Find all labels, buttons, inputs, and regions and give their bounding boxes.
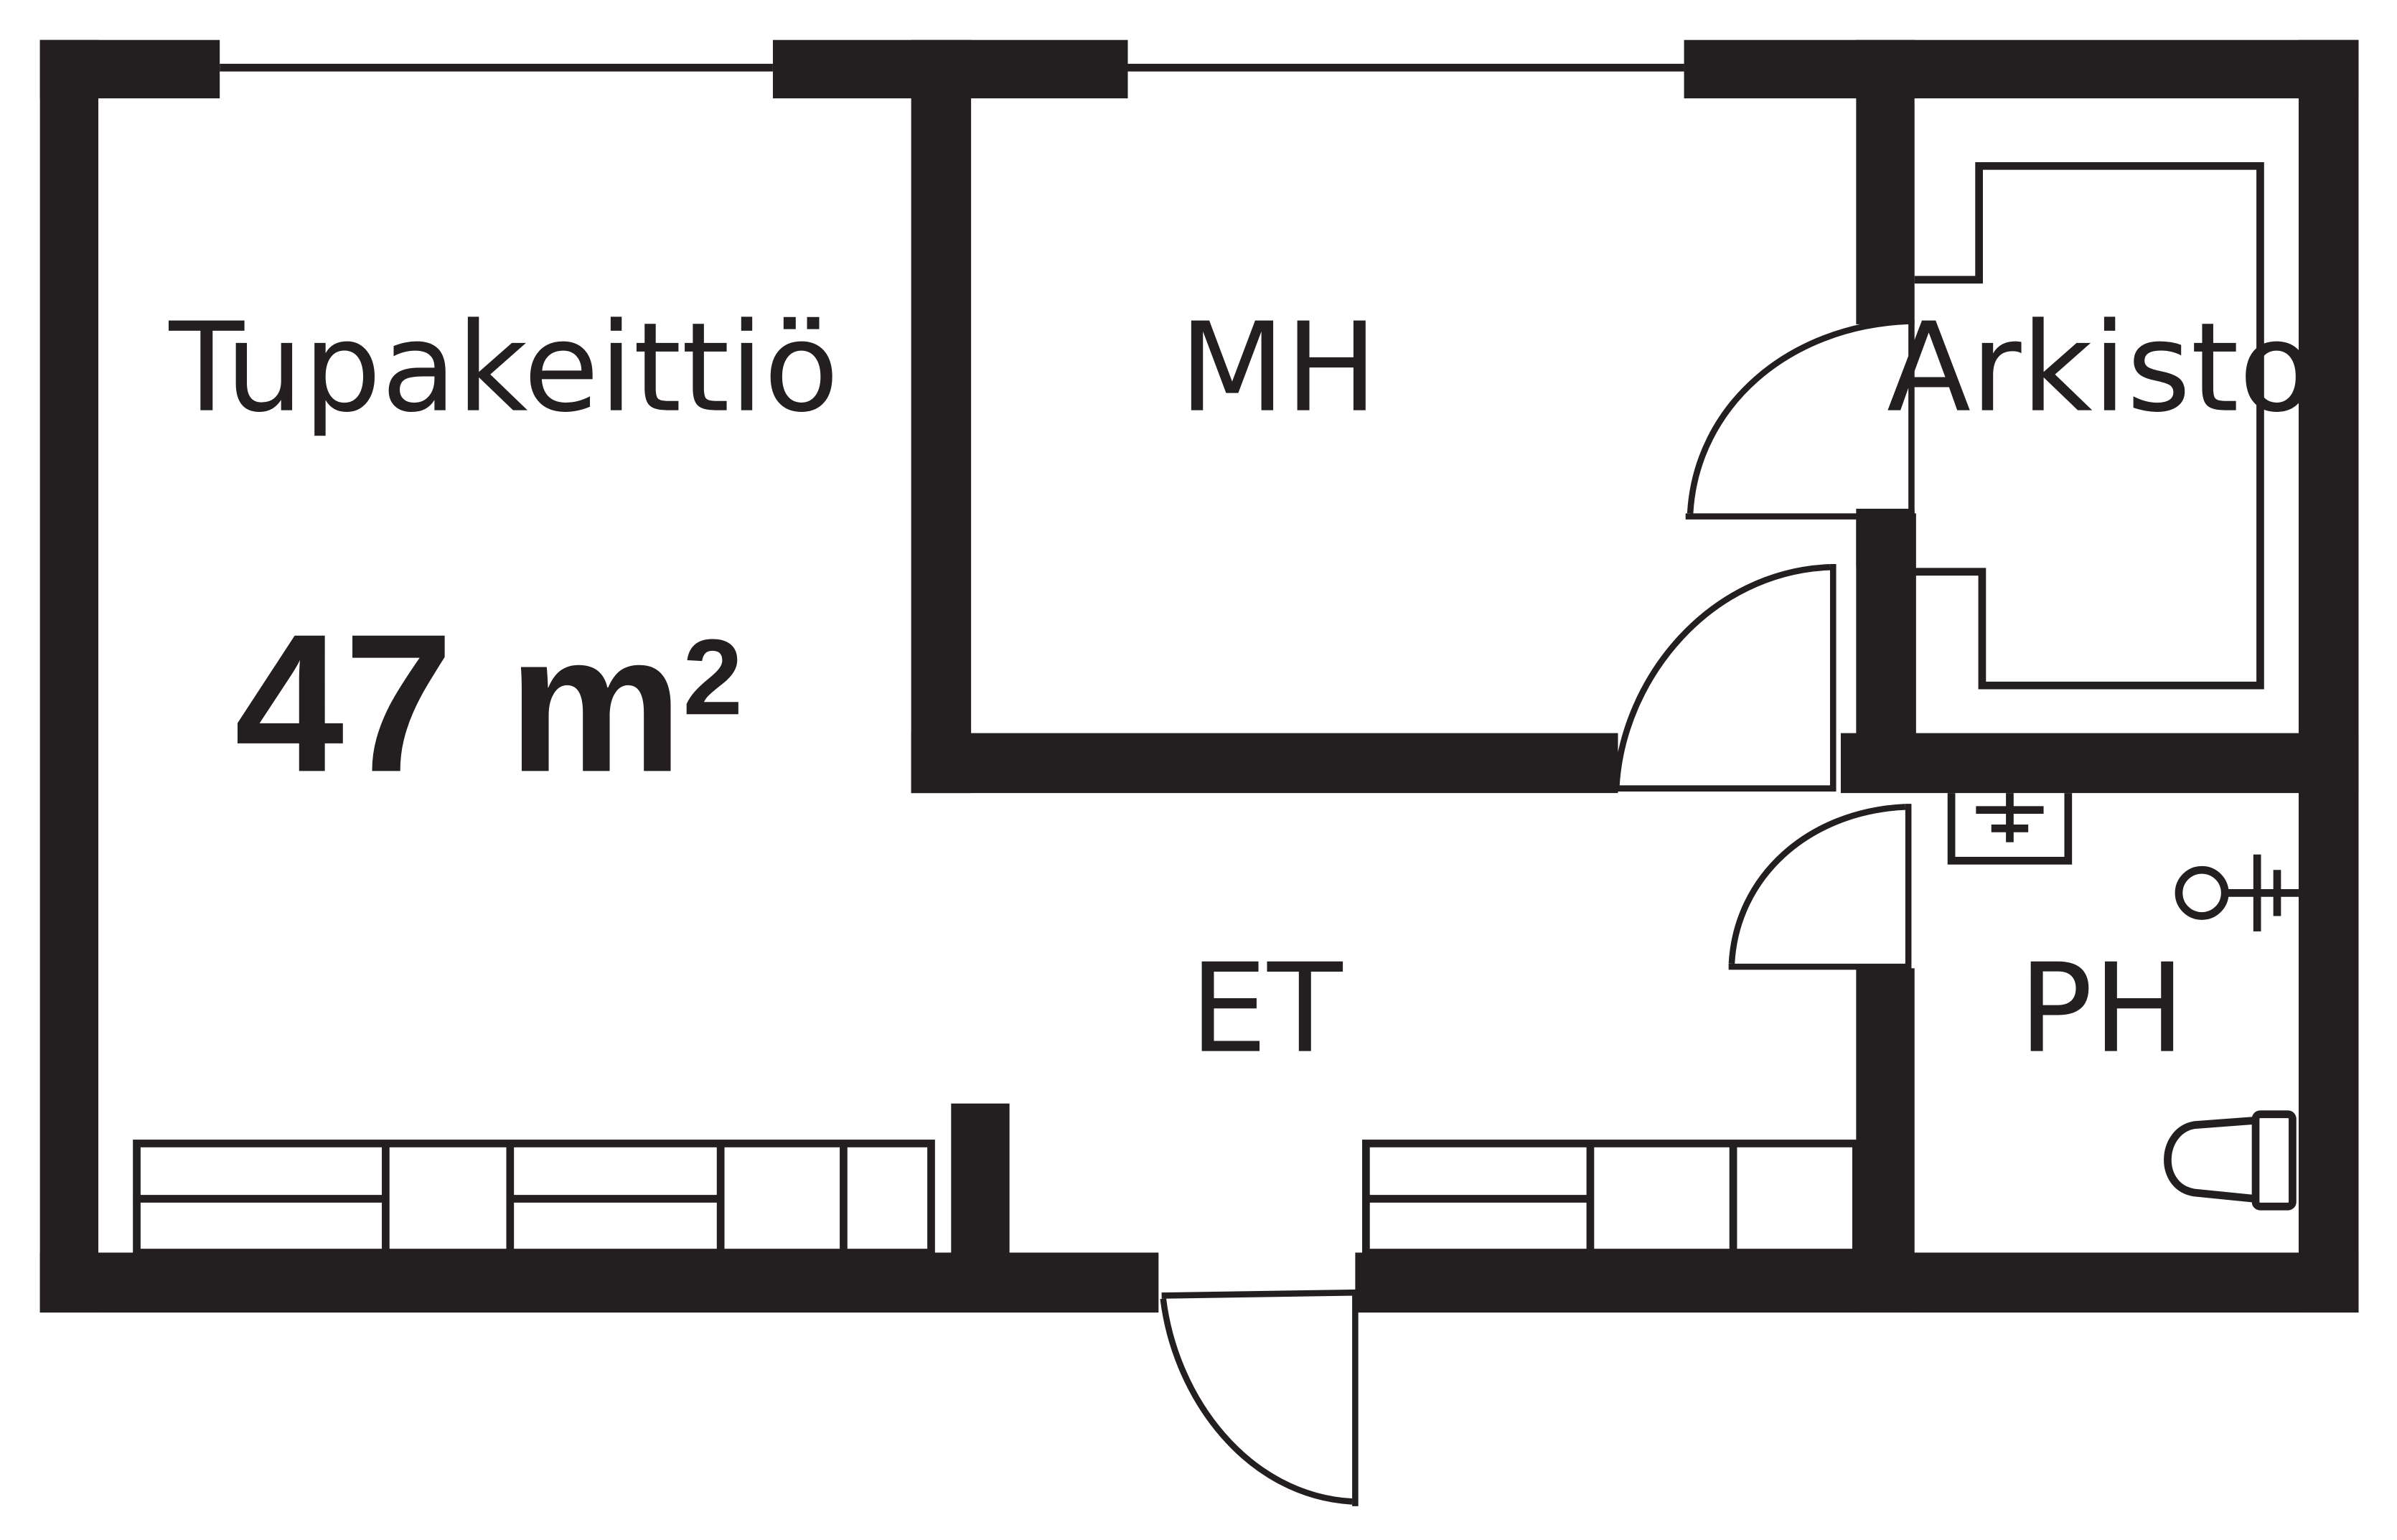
entrance-stub-wall [951, 1103, 1010, 1254]
door-bathroom-frame [1728, 804, 1912, 970]
outer-right-wall [2298, 39, 2359, 1313]
door-bedroom-arc [1687, 318, 1909, 514]
door-bedroom [1685, 318, 1915, 520]
door-entrance [1160, 1289, 1359, 1506]
central-wall-top [1856, 39, 1915, 324]
toilet-bowl [2164, 1116, 2256, 1203]
bottom-wall-left [39, 1252, 1159, 1313]
shower-head [2175, 865, 2229, 920]
floor-area-value: 47 m [235, 594, 683, 814]
shower-icon [2175, 854, 2299, 931]
sink-icon [1947, 793, 2073, 865]
room-label-bedroom: MH [1179, 297, 1378, 440]
outer-left-wall [39, 39, 99, 1313]
wardrobes [133, 1140, 1860, 1257]
door-bathroom [1728, 804, 1912, 970]
central-wall-low [1856, 968, 1915, 1313]
sink-basin [1947, 793, 2073, 865]
floor-area-label: 47 m2 [235, 594, 743, 814]
door-bathroom-arc [1728, 804, 1906, 964]
door-corridor [1613, 564, 1837, 792]
bedroom-bottom-wall [911, 733, 1618, 794]
room-label-bathroom: PH [2019, 938, 2185, 1081]
door-corridor-frame [1613, 564, 1837, 792]
door-entrance-arc [1160, 1298, 1353, 1505]
room-label-storage: Arkisto [1887, 297, 2314, 440]
door-corridor-arc [1613, 564, 1831, 787]
doors [1160, 318, 1915, 1506]
top-wall-right [1684, 39, 2359, 99]
storage-shelving [1914, 161, 2264, 690]
walls [39, 39, 2359, 1313]
room-label-entrance: ET [1190, 938, 1343, 1081]
toilet-tank [2251, 1110, 2297, 1211]
floor-area-unit-exponent: 2 [682, 616, 742, 737]
storage-bath-divider [1840, 733, 2359, 794]
door-bedroom-frame [1685, 319, 1915, 520]
room-label-living-kitchen: Tupakeittiö [168, 297, 839, 440]
door-entrance-frame [1161, 1289, 1359, 1506]
bathroom-fixtures [1947, 793, 2299, 1211]
toilet-icon [2164, 1110, 2297, 1211]
bedroom-left-wall [911, 39, 972, 794]
